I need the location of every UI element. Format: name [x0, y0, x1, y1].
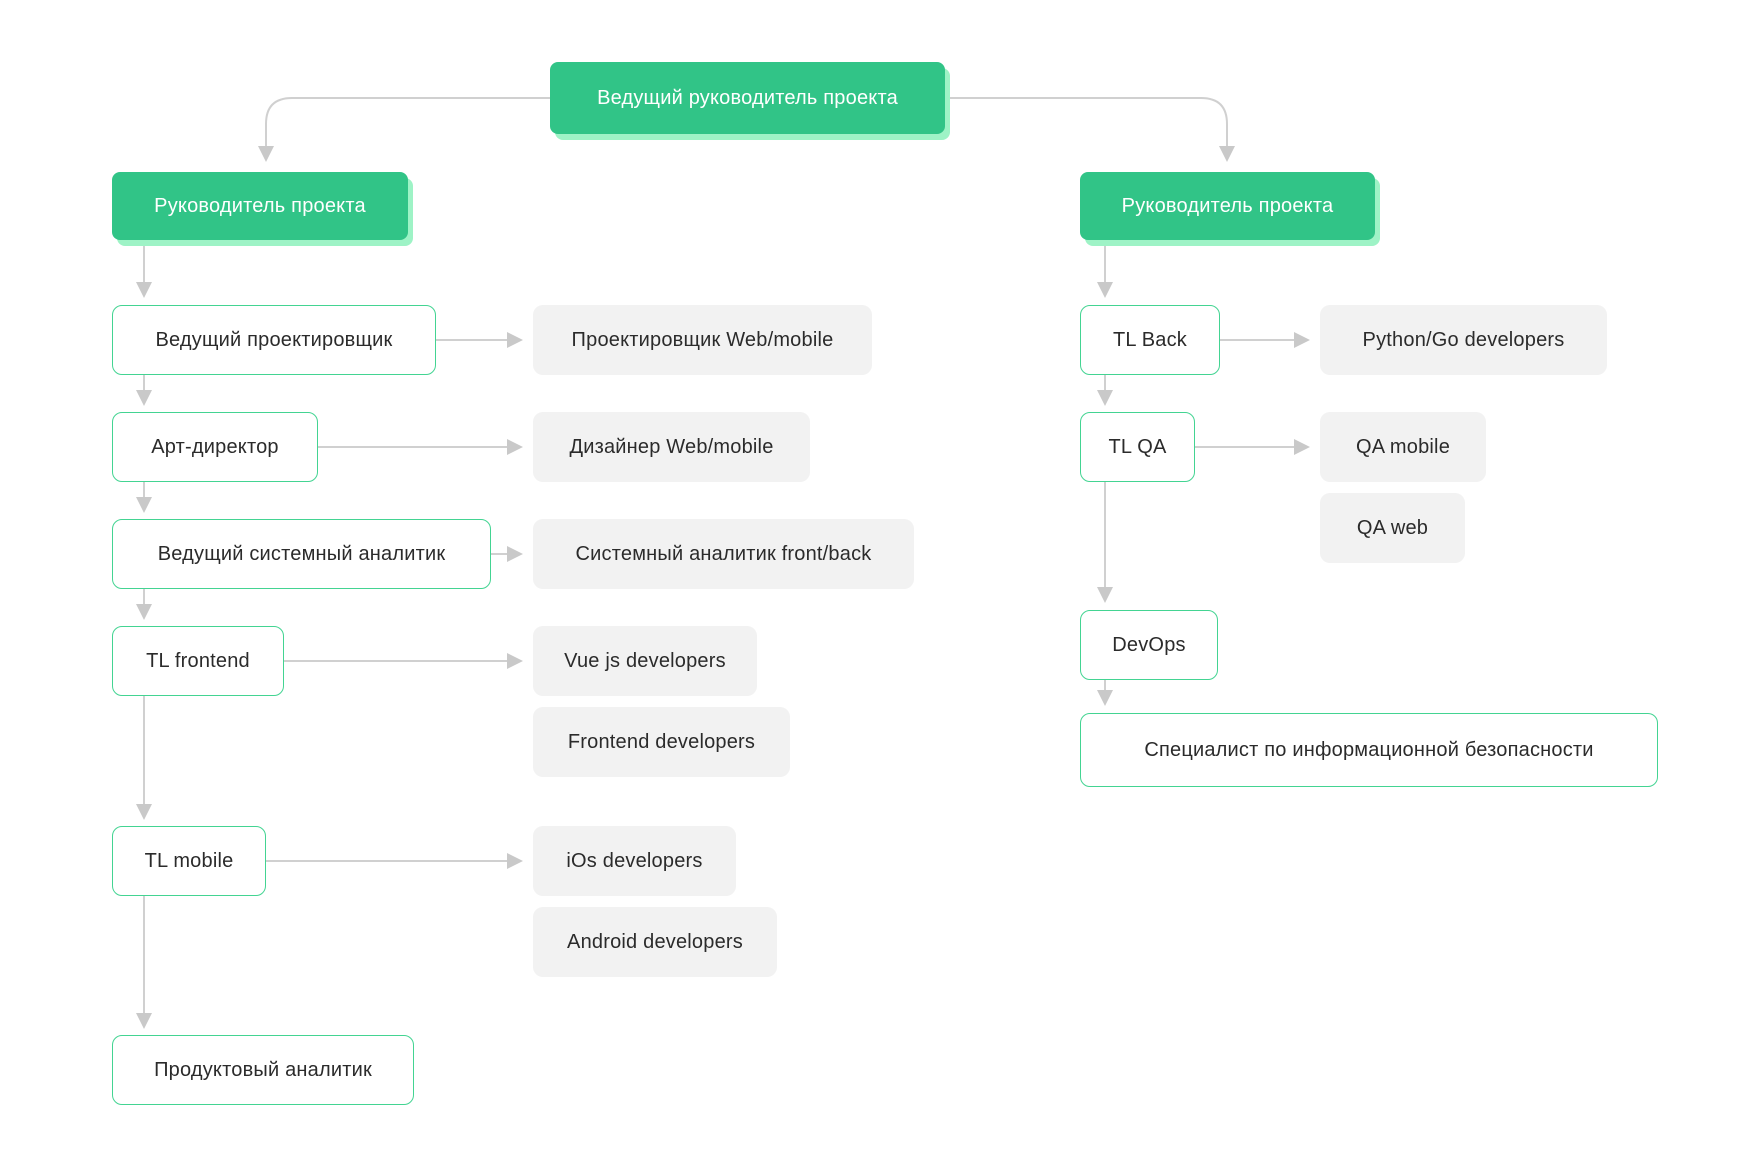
node-system-analyst-front-back: Системный аналитик front/back — [533, 519, 914, 589]
edge-leadpm-pmleft — [258, 97, 550, 162]
node-infosec-specialist: Специалист по информационной безопасност… — [1080, 713, 1658, 787]
node-devops: DevOps — [1080, 610, 1218, 680]
node-lead-project-manager: Ведущий руководитель проекта — [550, 62, 945, 134]
node-lead-designer: Ведущий проектировщик — [112, 305, 436, 375]
node-tl-back: TL Back — [1080, 305, 1220, 375]
node-project-manager-left: Руководитель проекта — [112, 172, 408, 240]
node-android-developers: Android developers — [533, 907, 777, 977]
node-project-manager-right: Руководитель проекта — [1080, 172, 1375, 240]
node-lead-system-analyst: Ведущий системный аналитик — [112, 519, 491, 589]
node-qa-web: QA web — [1320, 493, 1465, 563]
node-frontend-developers: Frontend developers — [533, 707, 790, 777]
node-tl-frontend: TL frontend — [112, 626, 284, 696]
node-tl-qa: TL QA — [1080, 412, 1195, 482]
node-ui-designer-web-mobile: Дизайнер Web/mobile — [533, 412, 810, 482]
edge-leadpm-pmright — [945, 97, 1235, 162]
node-designer-web-mobile: Проектировщик Web/mobile — [533, 305, 872, 375]
node-art-director: Арт-директор — [112, 412, 318, 482]
node-tl-mobile: TL mobile — [112, 826, 266, 896]
node-ios-developers: iOs developers — [533, 826, 736, 896]
node-python-go-developers: Python/Go developers — [1320, 305, 1607, 375]
node-qa-mobile: QA mobile — [1320, 412, 1486, 482]
node-product-analyst: Продуктовый аналитик — [112, 1035, 414, 1105]
node-vue-js-developers: Vue js developers — [533, 626, 757, 696]
